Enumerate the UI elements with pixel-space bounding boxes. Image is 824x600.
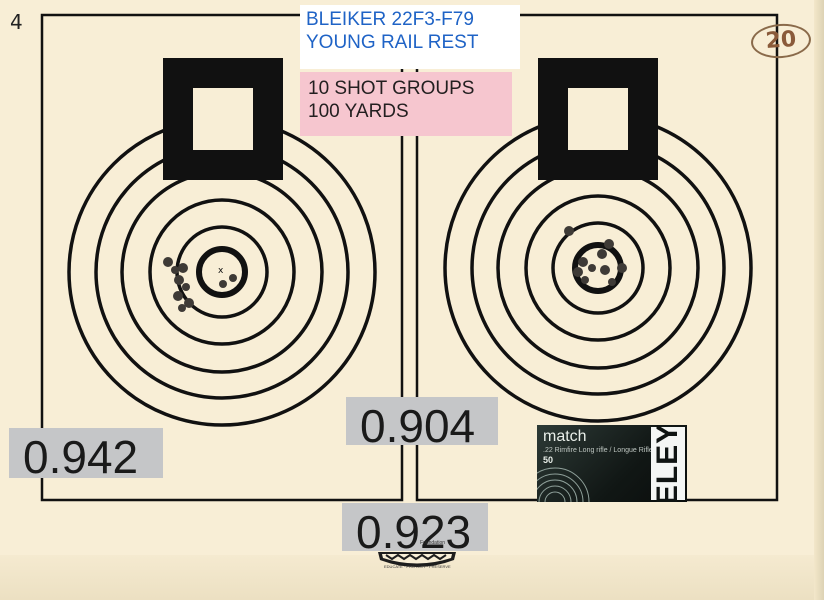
- right-aiming-square: [538, 58, 658, 180]
- logo-tagline: EDUCATE · PROTECT · PRESERVE: [384, 564, 451, 569]
- foundation-logo: Foundation EDUCATE · PROTECT · PRESERVE: [372, 540, 462, 574]
- corner-number: 4: [10, 10, 23, 34]
- ammo-box-cutout: match .22 Rimfire Long rifle / Longue Ri…: [537, 425, 687, 502]
- ammo-brand: ELEY: [651, 425, 685, 502]
- left-aiming-square: [163, 58, 283, 180]
- test-label: 10 SHOT GROUPS 100 YARDS: [300, 72, 512, 136]
- paper-edge: [814, 0, 824, 600]
- ammo-box-arcs: [537, 467, 590, 502]
- test-label-line1: 10 SHOT GROUPS: [308, 78, 475, 99]
- test-label-line2: 100 YARDS: [308, 100, 409, 122]
- right-shot-group: [564, 226, 627, 286]
- score-bottom: 0.923: [342, 503, 488, 555]
- ammo-description: .22 Rimfire Long rifle / Longue Rifle: [543, 447, 653, 454]
- ammo-product: match: [543, 428, 587, 445]
- score-middle: 0.904: [346, 397, 498, 449]
- ammo-brand-text: ELEY: [651, 425, 685, 502]
- svg-text:x: x: [218, 266, 224, 276]
- rifle-label-line1: BLEIKER 22F3-F79: [306, 9, 474, 30]
- logo-foundation-text: Foundation: [420, 540, 446, 546]
- left-target-frame: [40, 13, 404, 502]
- ammo-count: 50: [543, 455, 554, 465]
- rifle-label: BLEIKER 22F3-F79 YOUNG RAIL REST: [300, 5, 520, 69]
- rifle-label-line2: YOUNG RAIL REST: [306, 31, 479, 53]
- foundation-logo-mark: [378, 552, 456, 567]
- score-left: 0.942: [9, 428, 163, 480]
- left-shot-group: [163, 257, 237, 312]
